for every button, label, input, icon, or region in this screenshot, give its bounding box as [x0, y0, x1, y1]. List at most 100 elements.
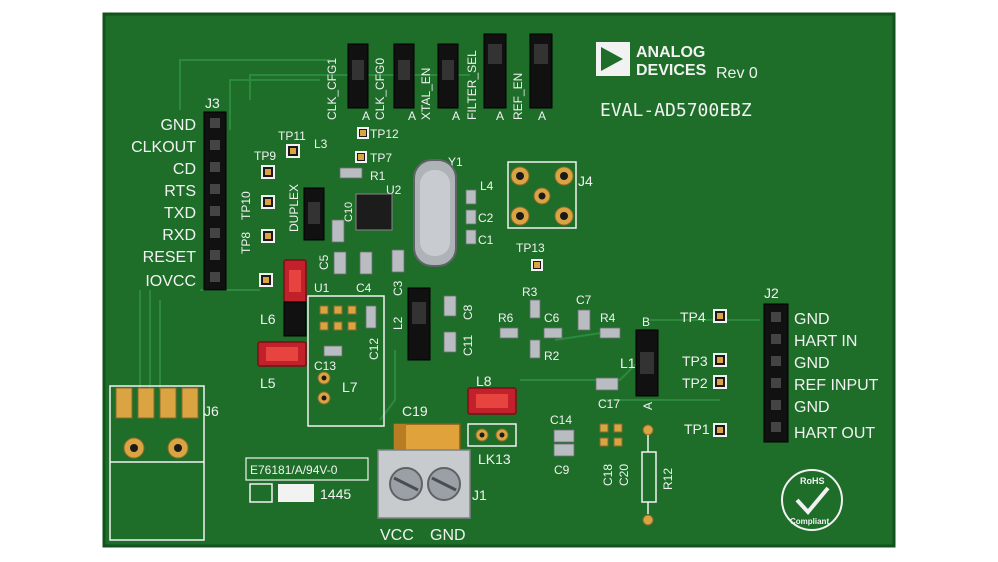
connector-j6: J6 [109, 385, 219, 541]
svg-text:GND: GND [794, 311, 830, 328]
top-jumper-row: CLK_CFG1 CLK_CFG0 XTAL_EN FILTER_SEL REF… [325, 33, 553, 123]
svg-text:TXD: TXD [164, 205, 196, 222]
svg-text:CLK_CFG1: CLK_CFG1 [325, 58, 339, 120]
svg-text:C20: C20 [617, 464, 631, 486]
svg-text:C6: C6 [544, 311, 560, 325]
svg-text:L2: L2 [391, 316, 405, 330]
pcb-body [104, 14, 894, 546]
svg-text:C18: C18 [601, 464, 615, 486]
svg-text:C3: C3 [391, 280, 405, 296]
header-j2: J2 GND HART IN GND REF INPUT GND HART OU… [763, 285, 879, 443]
svg-text:A: A [496, 109, 504, 123]
svg-text:RoHS: RoHS [800, 476, 825, 486]
svg-text:C11: C11 [461, 335, 475, 356]
svg-text:TP10: TP10 [239, 191, 253, 220]
svg-text:C12: C12 [367, 338, 381, 360]
svg-text:U1: U1 [314, 281, 330, 295]
testpoints-left: TP11 TP9 TP10 TP8 [239, 129, 306, 287]
svg-text:CLKOUT: CLKOUT [131, 139, 196, 156]
svg-text:GND: GND [794, 399, 830, 416]
svg-text:L1: L1 [620, 355, 636, 371]
svg-text:C2: C2 [478, 211, 494, 225]
svg-text:R1: R1 [370, 169, 386, 183]
svg-text:VCC: VCC [380, 527, 414, 544]
svg-text:L8: L8 [476, 373, 492, 389]
svg-text:J1: J1 [472, 487, 487, 503]
analog-devices-logo: ANALOG DEVICES [596, 42, 707, 79]
svg-text:L7: L7 [342, 379, 358, 395]
svg-text:TP4: TP4 [680, 309, 706, 325]
testpoints-right: TP4 TP3 TP2 TP1 [680, 309, 727, 437]
date-code: 1445 [320, 486, 351, 502]
svg-text:J2: J2 [764, 285, 779, 301]
svg-text:C13: C13 [314, 359, 336, 373]
svg-text:Compliant: Compliant [790, 517, 829, 526]
svg-text:R3: R3 [522, 285, 538, 299]
svg-text:C17: C17 [598, 397, 620, 411]
svg-text:XTAL_EN: XTAL_EN [419, 68, 433, 120]
svg-text:TP12: TP12 [370, 127, 399, 141]
svg-text:R6: R6 [498, 311, 514, 325]
svg-text:TP7: TP7 [370, 151, 392, 165]
svg-text:B: B [642, 315, 650, 329]
svg-text:TP13: TP13 [516, 241, 545, 255]
svg-text:ANALOG: ANALOG [636, 44, 705, 61]
u2-chip [355, 193, 393, 231]
svg-text:REF INPUT: REF INPUT [794, 377, 879, 394]
svg-text:GND: GND [430, 527, 466, 544]
connector-j4: J4 [507, 161, 593, 229]
svg-text:C14: C14 [550, 413, 572, 427]
u1-footprint [319, 305, 357, 331]
svg-text:RXD: RXD [162, 227, 196, 244]
svg-text:TP8: TP8 [239, 232, 253, 254]
svg-text:C19: C19 [402, 403, 428, 419]
svg-text:HART OUT: HART OUT [794, 425, 875, 442]
svg-text:C7: C7 [576, 293, 592, 307]
board-name: EVAL-AD5700EBZ [600, 100, 752, 121]
svg-text:L4: L4 [480, 179, 494, 193]
svg-text:FILTER_SEL: FILTER_SEL [465, 50, 479, 120]
svg-text:DUPLEX: DUPLEX [287, 184, 301, 232]
svg-text:C8: C8 [461, 304, 475, 320]
svg-text:CLK_CFG0: CLK_CFG0 [373, 58, 387, 120]
svg-text:TP1: TP1 [684, 421, 710, 437]
svg-text:A: A [641, 402, 655, 410]
svg-text:TP11: TP11 [278, 129, 306, 143]
svg-text:J4: J4 [578, 173, 593, 189]
svg-text:A: A [362, 109, 370, 123]
svg-text:C9: C9 [554, 463, 570, 477]
svg-text:R2: R2 [544, 349, 560, 363]
svg-text:GND: GND [794, 355, 830, 372]
svg-text:A: A [538, 109, 546, 123]
svg-text:GND: GND [160, 117, 196, 134]
ul-marking: E76181/A/94V-0 [250, 463, 338, 477]
svg-text:J6: J6 [204, 403, 219, 419]
header-j3: J3 GND CLKOUT CD RTS TXD RXD RESET IOVCC [131, 95, 227, 291]
rev-label: Rev 0 [716, 65, 758, 82]
svg-text:RESET: RESET [143, 249, 197, 266]
svg-text:LK13: LK13 [478, 451, 511, 467]
svg-text:RTS: RTS [164, 183, 196, 200]
svg-text:J3: J3 [205, 95, 220, 111]
svg-text:CD: CD [173, 161, 196, 178]
svg-text:R4: R4 [600, 311, 616, 325]
rohs-compliant-logo: RoHS Compliant [781, 469, 843, 531]
svg-text:L3: L3 [314, 137, 328, 151]
svg-text:TP2: TP2 [682, 375, 708, 391]
svg-text:R12: R12 [661, 468, 675, 490]
svg-text:L5: L5 [260, 375, 276, 391]
svg-text:A: A [452, 109, 460, 123]
svg-text:C10: C10 [343, 202, 355, 222]
svg-text:HART IN: HART IN [794, 333, 857, 350]
svg-text:C5: C5 [317, 254, 331, 270]
c18-c20-footprint [599, 423, 623, 447]
svg-text:L6: L6 [260, 311, 276, 327]
svg-text:IOVCC: IOVCC [145, 273, 196, 290]
svg-text:C4: C4 [356, 281, 372, 295]
svg-text:A: A [408, 109, 416, 123]
svg-text:DEVICES: DEVICES [636, 62, 707, 79]
svg-text:TP3: TP3 [682, 353, 708, 369]
svg-text:TP9: TP9 [254, 149, 276, 163]
terminal-block-j1[interactable]: J1 [377, 449, 487, 519]
